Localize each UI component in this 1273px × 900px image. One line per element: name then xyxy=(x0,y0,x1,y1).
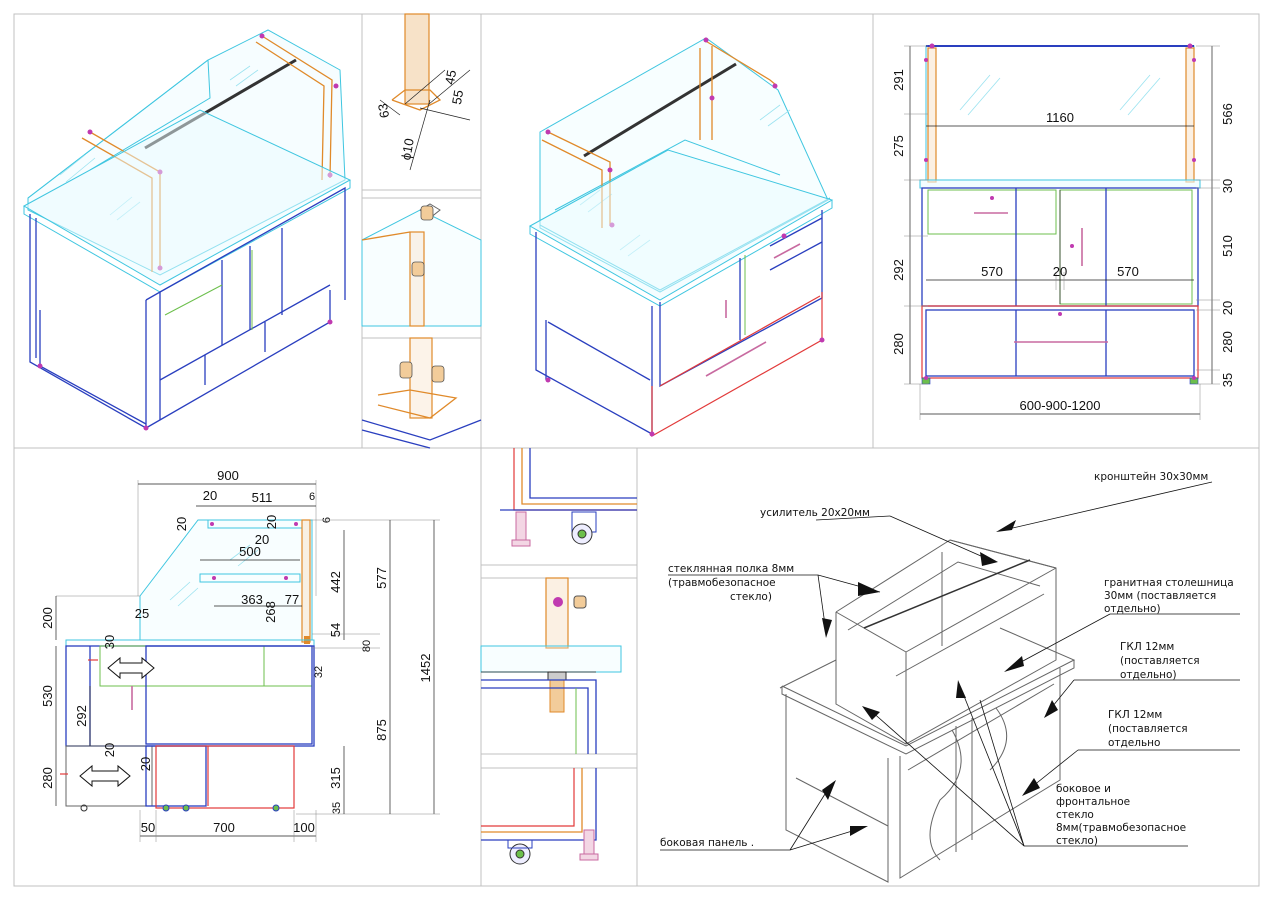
dim-54: 54 xyxy=(328,623,343,637)
dim-291: 291 xyxy=(891,69,906,91)
dim-292: 292 xyxy=(74,705,89,727)
callout-gkl2-1: ГКЛ 12мм xyxy=(1108,709,1162,721)
callout-glass-shelf-3: стекло) xyxy=(730,591,772,603)
detail-post-knob xyxy=(361,203,482,327)
callout-gkl2-3: отдельно xyxy=(1108,737,1160,749)
dim-77: 77 xyxy=(285,592,299,607)
callout-reinforcement: усилитель 20х20мм xyxy=(760,507,870,519)
dim-20-left: 20 xyxy=(174,517,189,531)
dim-200: 200 xyxy=(40,607,55,629)
dim-20-right: 20 xyxy=(1220,301,1235,315)
iso-view-left xyxy=(22,29,352,431)
callout-glass-2: фронтальное xyxy=(1056,796,1130,808)
dim-275: 275 xyxy=(891,135,906,157)
dim-268: 268 xyxy=(263,601,278,623)
dim-80: 80 xyxy=(361,640,373,652)
detail-shelf-knob xyxy=(480,577,622,754)
dim-100: 100 xyxy=(293,820,315,835)
callout-granite-2: 30мм (поставляется xyxy=(1104,590,1216,602)
callout-gkl2-2: (поставляется xyxy=(1108,723,1188,735)
callout-glass-shelf-1: стеклянная полка 8мм xyxy=(668,563,794,575)
callout-glass-3: стекло xyxy=(1056,809,1094,821)
dim-875: 875 xyxy=(374,719,389,741)
dim-510: 510 xyxy=(1220,235,1235,257)
dim-570-left: 570 xyxy=(981,264,1003,279)
dim-442: 442 xyxy=(328,571,343,593)
dim-1452: 1452 xyxy=(418,654,433,683)
dim-30: 30 xyxy=(1220,179,1235,193)
callout-side-panel: боковая панель . xyxy=(660,837,754,849)
dim-280-right: 280 xyxy=(1220,331,1235,353)
dim-577: 577 xyxy=(374,567,389,589)
dim-900: 900 xyxy=(217,468,239,483)
dim-500: 500 xyxy=(239,544,261,559)
callout-glass-4: 8мм(травмобезопасное xyxy=(1056,822,1186,834)
dim-292: 292 xyxy=(891,259,906,281)
detail-bolt: 63 ϕ10 45 55 xyxy=(375,13,471,171)
front-view: 291 275 292 280 566 30 510 20 280 35 116… xyxy=(891,43,1235,420)
dim-700: 700 xyxy=(213,820,235,835)
dim-511: 511 xyxy=(252,490,273,505)
callout-iso-view: кронштейн 30х30мм усилитель 20х20мм стек… xyxy=(660,471,1240,883)
dim-32: 32 xyxy=(313,666,325,678)
callout-granite-3: отдельно) xyxy=(1104,603,1161,615)
detail-foot-1 xyxy=(500,448,637,547)
dim-280: 280 xyxy=(40,767,55,789)
dim-63: 63 xyxy=(375,102,392,119)
dim-315: 315 xyxy=(328,767,343,789)
callout-glass-5: стекло) xyxy=(1056,835,1098,847)
callout-glass-1: боковое и xyxy=(1056,783,1111,795)
dim-35: 35 xyxy=(331,802,343,814)
dim-20: 20 xyxy=(1053,264,1067,279)
dim-363: 363 xyxy=(241,592,263,607)
callout-gkl1-3: отдельно) xyxy=(1120,669,1177,681)
dim-20-mid: 20 xyxy=(264,515,279,529)
dim-25: 25 xyxy=(135,606,149,621)
iso-view-right xyxy=(528,37,834,438)
dim-570-right: 570 xyxy=(1117,264,1139,279)
dim-35: 35 xyxy=(1220,373,1235,387)
dim-30: 30 xyxy=(102,635,117,649)
dim-6-top: 6 xyxy=(309,491,315,503)
dim-20-under: 20 xyxy=(255,532,269,547)
dim-20-bottom: 20 xyxy=(138,757,153,771)
detail-post-base xyxy=(361,337,482,449)
dim-20-low: 20 xyxy=(102,743,117,757)
dim-45: 45 xyxy=(442,69,459,86)
callout-glass-shelf-2: (травмобезопасное xyxy=(668,577,776,589)
callout-gkl1-1: ГКЛ 12мм xyxy=(1120,641,1174,653)
callout-granite-1: гранитная столешница xyxy=(1104,577,1234,589)
dim-d10: ϕ10 xyxy=(398,137,417,161)
side-view: 900 20 511 6 20 20 6 20 500 363 77 268 4… xyxy=(40,468,440,842)
dim-50: 50 xyxy=(141,820,155,835)
callout-bracket: кронштейн 30х30мм xyxy=(1094,471,1208,483)
dim-total-width: 600-900-1200 xyxy=(1020,398,1101,413)
dim-20-top: 20 xyxy=(203,488,217,503)
callout-gkl1-2: (поставляется xyxy=(1120,655,1200,667)
dim-566: 566 xyxy=(1220,103,1235,125)
dim-530: 530 xyxy=(40,685,55,707)
detail-foot-2 xyxy=(481,768,599,865)
dim-1160: 1160 xyxy=(1046,110,1074,125)
dim-55: 55 xyxy=(449,89,466,106)
dim-280-left: 280 xyxy=(891,333,906,355)
